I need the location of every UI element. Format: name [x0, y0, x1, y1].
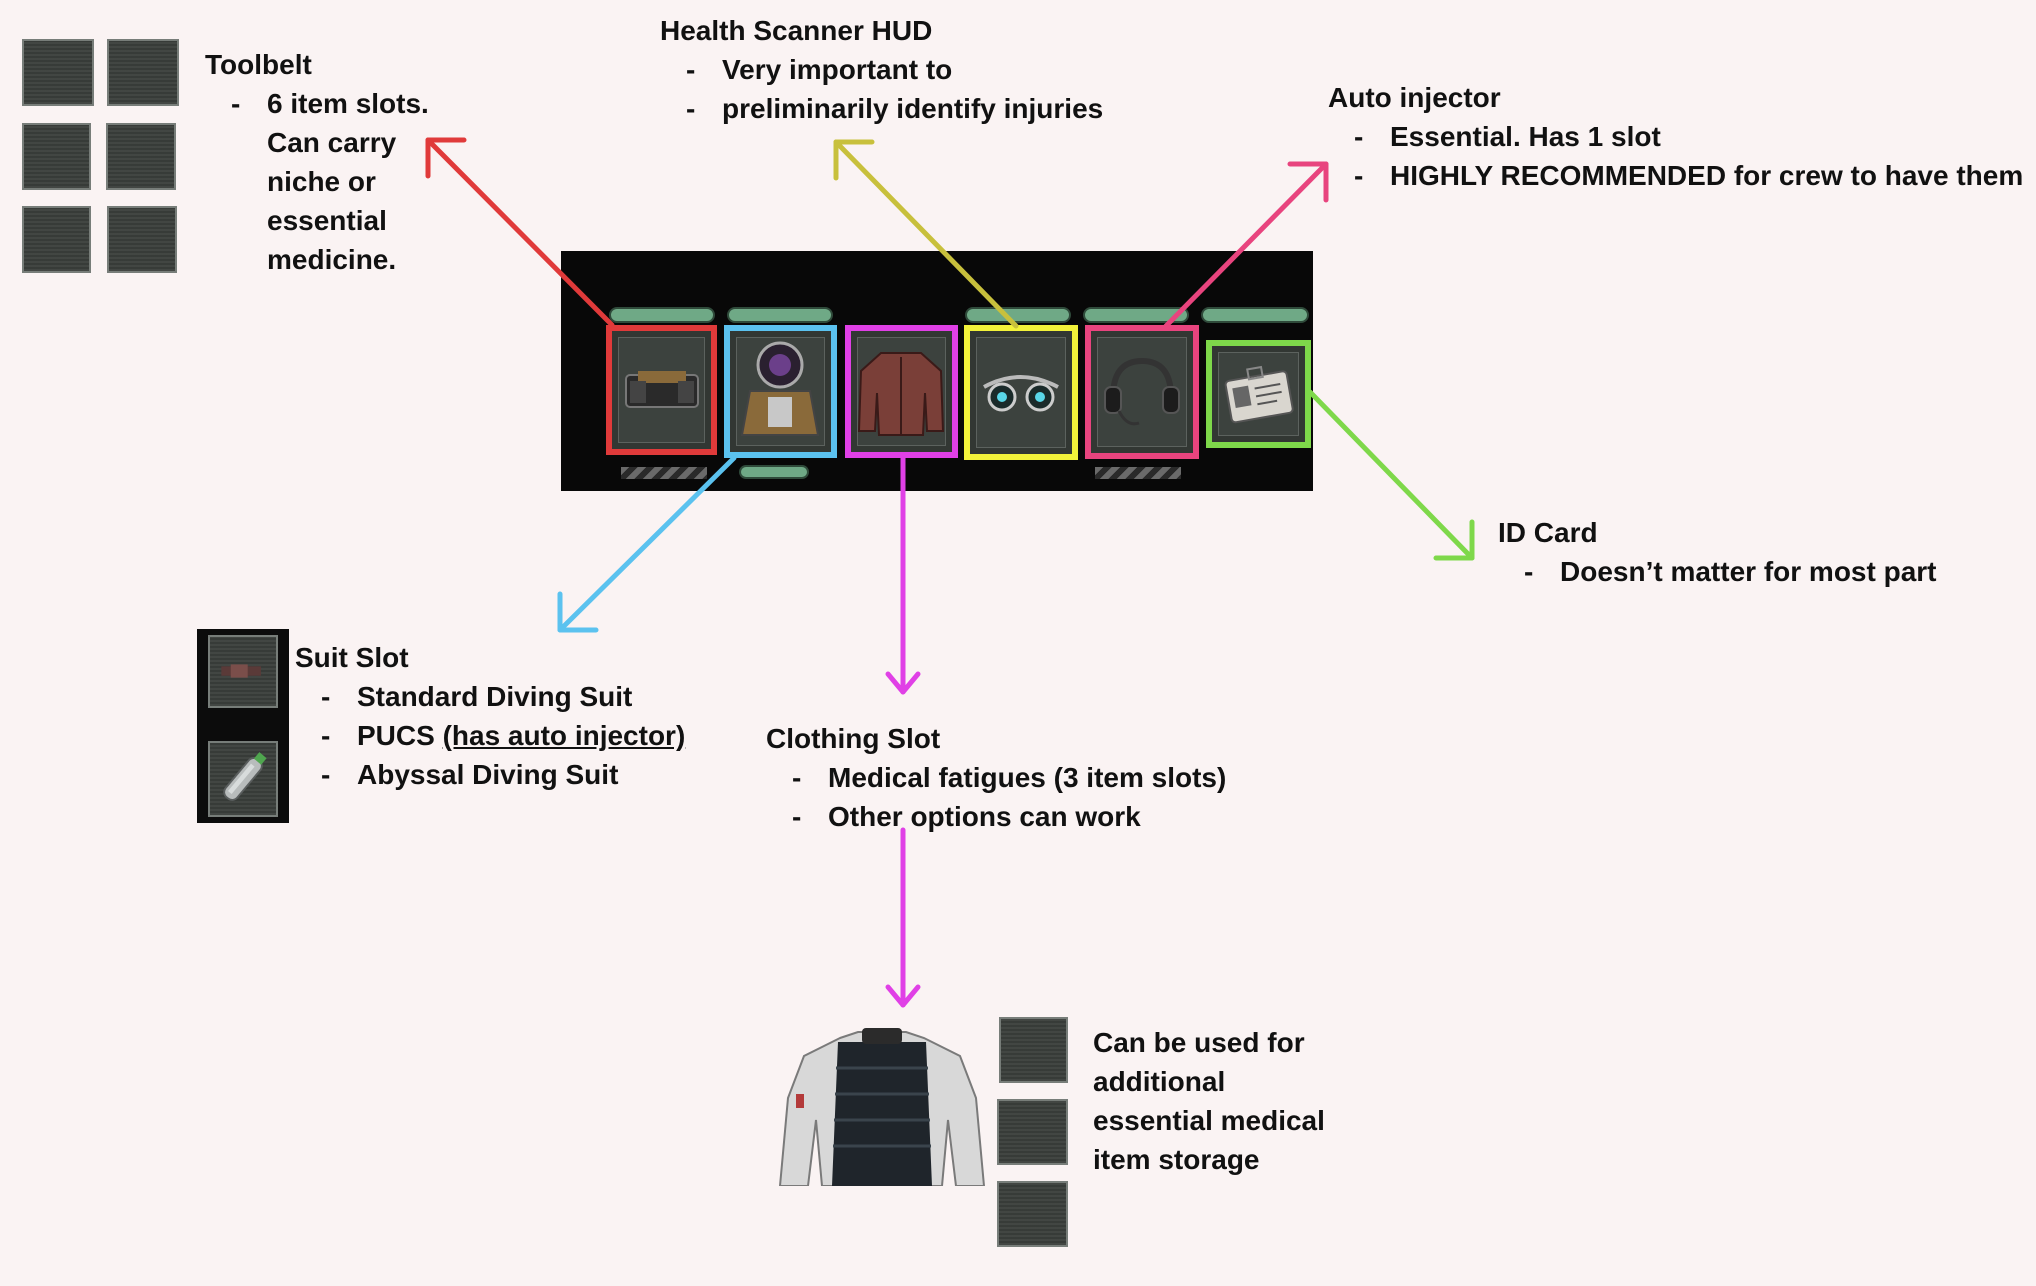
list-item: Very important to [660, 50, 1103, 89]
fatigues-note-line: Can be used for [1093, 1027, 1305, 1058]
auto-injector-title: Auto injector [1328, 82, 1501, 113]
health-scanner-title: Health Scanner HUD [660, 15, 933, 46]
diving-suit-icon [740, 341, 820, 436]
health-scanner-arrow [833, 139, 1019, 329]
toolbelt-slot [106, 123, 176, 190]
slot-indicator [1083, 307, 1189, 323]
list-item: Other options can work [766, 797, 1226, 836]
toolbelt-slot [107, 39, 179, 106]
clothing-arrow [885, 455, 921, 695]
pucs-text: PUCS [357, 720, 435, 751]
list-item: Essential. Has 1 slot [1328, 117, 2023, 156]
toolbelt-label: Toolbelt 6 item slots. Can carry niche o… [205, 45, 429, 279]
hazard-stripe [1095, 467, 1181, 479]
fatigues-slot [997, 1181, 1068, 1247]
fatigues-note-line: additional [1093, 1066, 1226, 1097]
id-card-list: Doesn’t matter for most part [1498, 552, 1937, 591]
toolbelt-slot [22, 206, 91, 273]
list-item: PUCS (has auto injector) [295, 716, 685, 755]
suit-slot-title: Suit Slot [295, 642, 409, 673]
clothing-slot-list: Medical fatigues (3 item slots) Other op… [766, 758, 1226, 836]
toolbelt-slot [22, 39, 94, 106]
list-item: essential [267, 205, 387, 236]
toolbelt-arrow [425, 137, 615, 328]
list-item: Standard Diving Suit [295, 677, 685, 716]
fatigues-note-line: item storage [1093, 1144, 1260, 1175]
oxygen-tank-icon [223, 752, 267, 801]
toolbelt-slot [107, 206, 177, 273]
list-item: Can carry [267, 127, 397, 158]
list-item: Abyssal Diving Suit [295, 755, 685, 794]
fatigues-slot [999, 1017, 1068, 1083]
toolbelt-title: Toolbelt [205, 49, 312, 80]
suit-arrow [557, 455, 737, 633]
clothing-slot-label: Clothing Slot Medical fatigues (3 item s… [766, 719, 1226, 836]
list-item: Doesn’t matter for most part [1498, 552, 1937, 591]
id-card-title: ID Card [1498, 517, 1598, 548]
equipment-hotbar [561, 251, 1313, 491]
clothing-slot-title: Clothing Slot [766, 723, 941, 754]
fatigues-slot [997, 1099, 1068, 1165]
suit-slot-label: Suit Slot Standard Diving Suit PUCS (has… [295, 638, 685, 794]
slot-indicator [609, 307, 715, 323]
hazard-stripe [621, 467, 707, 479]
list-item: Medical fatigues (3 item slots) [766, 758, 1226, 797]
id-card-label: ID Card Doesn’t matter for most part [1498, 513, 1937, 591]
medical-fatigues-icon [778, 1028, 986, 1186]
suit-storage-slot [208, 741, 278, 817]
auto-injector-list: Essential. Has 1 slot HIGHLY RECOMMENDED… [1328, 117, 2023, 195]
suit-slot-list: Standard Diving Suit PUCS (has auto inje… [295, 677, 685, 794]
slot-indicator [965, 307, 1071, 323]
list-item: HIGHLY RECOMMENDED for crew to have them [1328, 156, 2023, 195]
headset-icon [1104, 357, 1180, 426]
goggles-icon [983, 375, 1059, 412]
fatigues-note-line: essential medical [1093, 1105, 1325, 1136]
toolbelt-pouch-icon [625, 371, 699, 408]
jacket-icon [857, 352, 945, 436]
fatigues-arrow [885, 827, 921, 1008]
auto-injector-slot-highlight[interactable] [1085, 325, 1199, 459]
oxygen-bar [739, 465, 809, 479]
cartridge-icon [221, 664, 261, 678]
list-item: medicine. [267, 244, 397, 275]
health-scanner-label: Health Scanner HUD Very important to pre… [660, 11, 1103, 128]
health-scanner-list: Very important to preliminarily identify… [660, 50, 1103, 128]
auto-injector-arrow [1163, 161, 1329, 329]
id-card-slot-highlight[interactable] [1206, 340, 1311, 448]
id-card-icon [1224, 365, 1294, 424]
auto-injector-label: Auto injector Essential. Has 1 slot HIGH… [1328, 78, 2023, 195]
toolbelt-slot-highlight[interactable] [606, 325, 717, 455]
pucs-note: (has auto injector) [442, 720, 686, 751]
toolbelt-list: 6 item slots. Can carry niche or essenti… [205, 84, 429, 279]
health-scanner-slot-highlight[interactable] [964, 325, 1078, 460]
id-card-arrow [1307, 389, 1475, 561]
suit-storage-slot [208, 635, 278, 708]
fatigues-note: Can be used for additional essential med… [1093, 1023, 1325, 1179]
list-item: preliminarily identify injuries [660, 89, 1103, 128]
suit-slot-highlight[interactable] [724, 325, 837, 458]
toolbelt-slot [22, 123, 91, 190]
list-item: niche or [267, 166, 376, 197]
suit-storage-panel [197, 629, 289, 823]
list-item: 6 item slots. [205, 84, 429, 123]
clothing-slot-highlight[interactable] [845, 325, 958, 458]
slot-indicator [727, 307, 833, 323]
slot-indicator [1201, 307, 1309, 323]
